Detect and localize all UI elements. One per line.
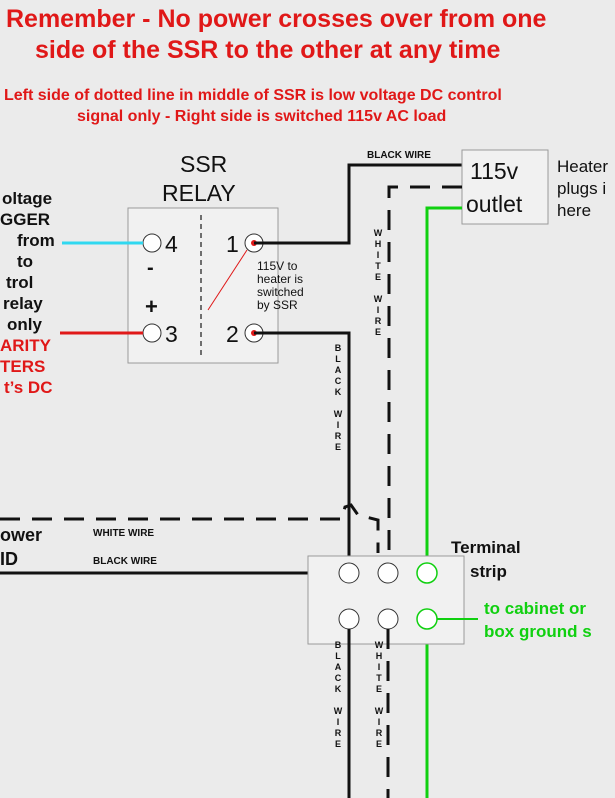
black-wire-left-label: BLACK WIRE <box>93 556 157 567</box>
strip-circle-6 <box>416 608 438 630</box>
outlet-label-1: 115v <box>470 158 519 184</box>
banner-line-1: Remember - No power crosses over from on… <box>6 5 547 33</box>
power-label-2: ID <box>0 549 18 569</box>
strip-circle-5 <box>377 608 399 630</box>
heater-label-1: Heater <box>557 157 609 176</box>
left-text-8: ARITY <box>0 336 51 355</box>
strip-circle-1 <box>338 562 360 584</box>
minus-sign: - <box>147 257 154 279</box>
terminal-3-label: 3 <box>165 321 178 347</box>
left-text-6: relay <box>3 294 43 313</box>
green-wire <box>425 206 462 798</box>
white-wire-upper <box>387 185 462 552</box>
terminal-4-circle <box>142 233 162 253</box>
terminal-4-label: 4 <box>165 231 178 257</box>
ssr-note-2: heater is <box>257 272 304 286</box>
outlet-label-2: outlet <box>466 191 523 217</box>
outlet-box <box>461 149 549 225</box>
power-label-1: ower <box>0 525 43 545</box>
note-pointer <box>207 249 248 311</box>
left-text-3: from <box>17 231 55 250</box>
plus-sign: + <box>145 294 158 319</box>
banner-sub-1: Left side of dotted line in middle of SS… <box>4 87 502 104</box>
banner-line-2: side of the SSR to the other at any time <box>35 36 501 64</box>
ground-label-2: box ground s <box>484 622 592 641</box>
strip-circle-4 <box>338 608 360 630</box>
strip-circle-2 <box>377 562 399 584</box>
black-wire-top <box>254 163 462 245</box>
terminal-strip-label-1: Terminal <box>451 538 521 557</box>
black-wire-top-label: BLACK WIRE <box>367 150 431 161</box>
left-text-9: TERS <box>0 357 46 376</box>
strip-circle-3 <box>416 562 438 584</box>
heater-label-2: plugs i <box>557 179 607 198</box>
left-text-4: to <box>17 252 34 271</box>
ssr-subtitle: RELAY <box>162 180 236 206</box>
white-wire-left <box>0 503 380 553</box>
left-text-5: trol <box>6 273 34 292</box>
left-text-1: oltage <box>2 189 53 208</box>
terminal-1-label: 1 <box>226 231 239 257</box>
heater-label-3: here <box>557 201 592 220</box>
banner-sub-2: signal only - Right side is switched 115… <box>77 108 447 125</box>
white-wire-left-label: WHITE WIRE <box>93 528 155 539</box>
black-wire-mid <box>254 331 351 575</box>
ssr-note-1: 115V to <box>257 259 298 273</box>
left-text-7: only <box>7 315 42 334</box>
left-text-2: GGER <box>0 210 51 229</box>
ground-label-1: to cabinet or <box>484 599 587 618</box>
terminal-3-circle <box>142 323 162 343</box>
ssr-note-3: switched <box>257 285 304 299</box>
ssr-note-4: by SSR <box>257 298 298 312</box>
ssr-title: SSR <box>180 151 228 177</box>
left-text-10: t’s DC <box>4 378 53 397</box>
terminal-strip-label-2: strip <box>470 562 507 581</box>
terminal-2-label: 2 <box>226 321 239 347</box>
